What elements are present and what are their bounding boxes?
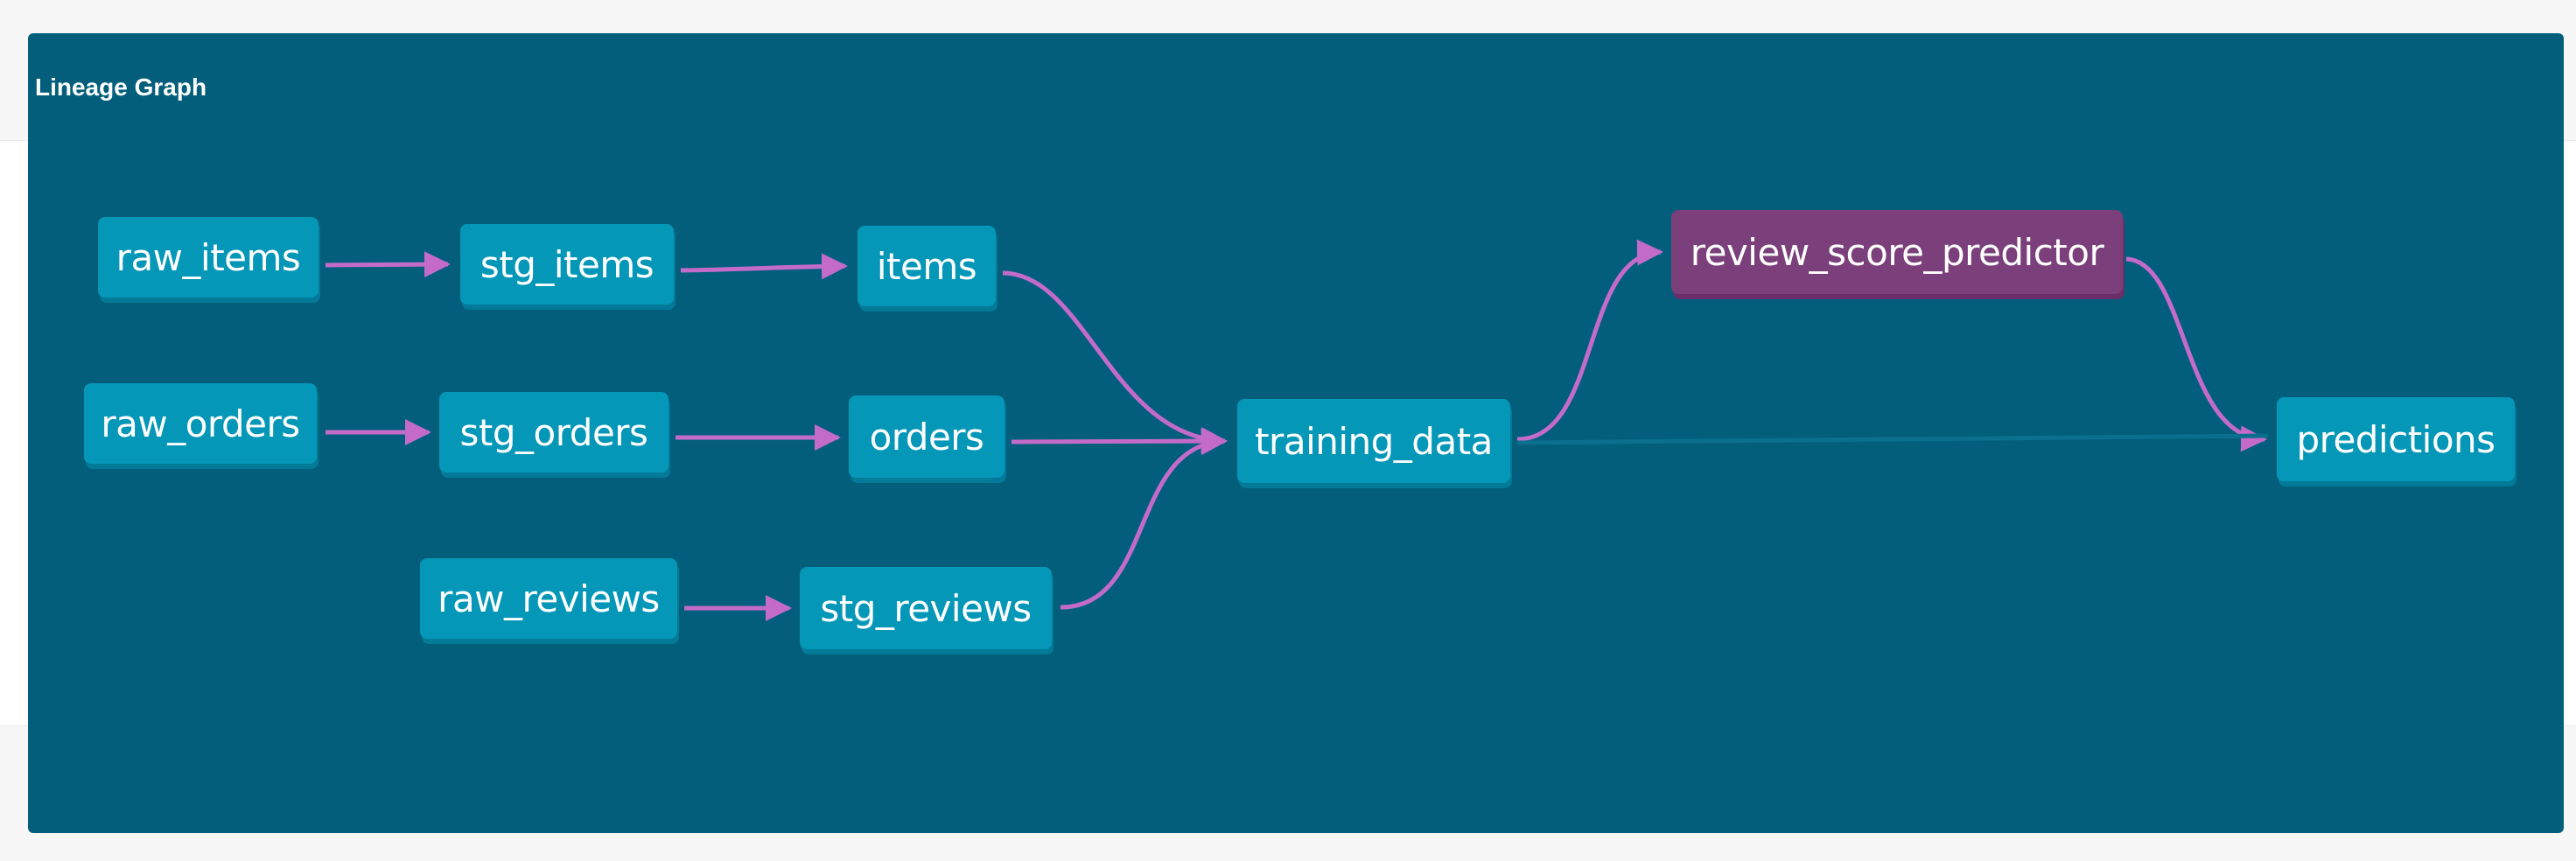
- panel-title: Lineage Graph: [35, 74, 207, 101]
- node-stg-items[interactable]: stg_items: [460, 224, 674, 304]
- node-review-score-predictor[interactable]: review_score_predictor: [1671, 210, 2123, 294]
- node-raw-items[interactable]: raw_items: [98, 217, 318, 298]
- node-stg-orders[interactable]: stg_orders: [439, 392, 668, 472]
- edge-review-score-predictor-to-predictions: [2125, 256, 2267, 452]
- edge-stg-reviews-to-training-data: [1060, 429, 1228, 610]
- node-items[interactable]: items: [858, 226, 996, 306]
- edge-stg-items-to-items: [680, 253, 848, 280]
- edge-raw-items-to-stg-items: [325, 251, 451, 278]
- node-raw-reviews[interactable]: raw_reviews: [420, 558, 677, 639]
- node-raw-orders[interactable]: raw_orders: [84, 383, 317, 464]
- edge-training-data-to-predictions: [1516, 433, 2269, 445]
- edge-orders-to-training-data: [1011, 428, 1228, 455]
- edge-training-data-to-review-score-predictor: [1516, 239, 1663, 442]
- node-predictions[interactable]: predictions: [2277, 397, 2515, 481]
- node-training-data[interactable]: training_data: [1237, 399, 1510, 483]
- node-stg-reviews[interactable]: stg_reviews: [800, 567, 1052, 649]
- node-orders[interactable]: orders: [849, 396, 1004, 478]
- edge-items-to-training-data: [1002, 270, 1228, 454]
